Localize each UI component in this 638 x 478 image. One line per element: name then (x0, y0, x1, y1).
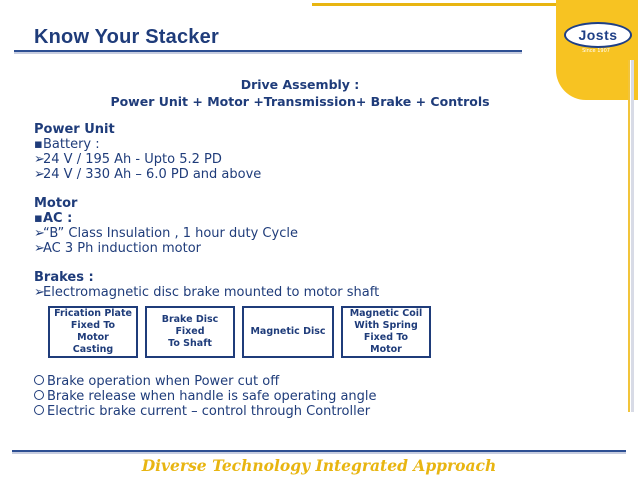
logo-since: Since 1907 (582, 48, 610, 54)
brake-note: Brake operation when Power cut off (34, 374, 279, 389)
drive-assembly-title: Drive Assembly : (240, 77, 360, 92)
power-unit-heading: Power Unit (34, 122, 115, 137)
motor-heading: Motor (34, 196, 78, 211)
power-unit-item: ➢24 V / 195 Ah - Upto 5.2 PD (34, 152, 222, 167)
brakes-heading: Brakes : (34, 270, 94, 285)
page-title: Know Your Stacker (34, 26, 219, 48)
power-unit-item: ➢24 V / 330 Ah – 6.0 PD and above (34, 167, 262, 182)
top-accent-line (312, 3, 564, 6)
logo-badge: Josts (564, 22, 632, 48)
motor-item: ➢AC 3 Ph induction motor (34, 241, 202, 256)
brake-component-box: Brake Disc Fixed To Shaft (145, 306, 235, 358)
arrow-bullet-icon: ➢ (34, 241, 45, 256)
arrow-bullet-icon: ➢ (34, 152, 45, 167)
brake-component-box: Magnetic Disc (242, 306, 334, 358)
brake-component-box: Frication Plate Fixed To Motor Casting (48, 306, 138, 358)
circle-bullet-icon (34, 390, 44, 400)
arrow-bullet-icon: ➢ (34, 285, 45, 300)
circle-bullet-icon (34, 405, 44, 415)
logo-text: Josts (578, 27, 618, 43)
brake-note: Electric brake current – control through… (34, 404, 370, 419)
square-bullet-icon: ▪ (34, 137, 43, 152)
footer-tagline: Diverse Technology Integrated Approach (141, 456, 497, 475)
right-accent-bar (628, 60, 634, 412)
circle-bullet-icon (34, 375, 44, 385)
brakes-item: ➢Electromagnetic disc brake mounted to m… (34, 285, 380, 300)
drive-assembly-formula: Power Unit + Motor +Transmission+ Brake … (110, 94, 490, 109)
power-unit-item: ▪Battery : (34, 137, 100, 152)
logo-panel: Josts Since 1907 (556, 0, 638, 100)
brake-note: Brake release when handle is safe operat… (34, 389, 377, 404)
arrow-bullet-icon: ➢ (34, 226, 45, 241)
arrow-bullet-icon: ➢ (34, 167, 45, 182)
footer-divider (12, 450, 626, 454)
motor-item: ➢“B” Class Insulation , 1 hour duty Cycl… (34, 226, 298, 241)
title-divider (14, 50, 522, 54)
square-bullet-icon: ▪ (34, 211, 43, 226)
motor-subheading: ▪AC : (34, 211, 73, 226)
brake-component-box: Magnetic Coil With Spring Fixed To Motor (341, 306, 431, 358)
